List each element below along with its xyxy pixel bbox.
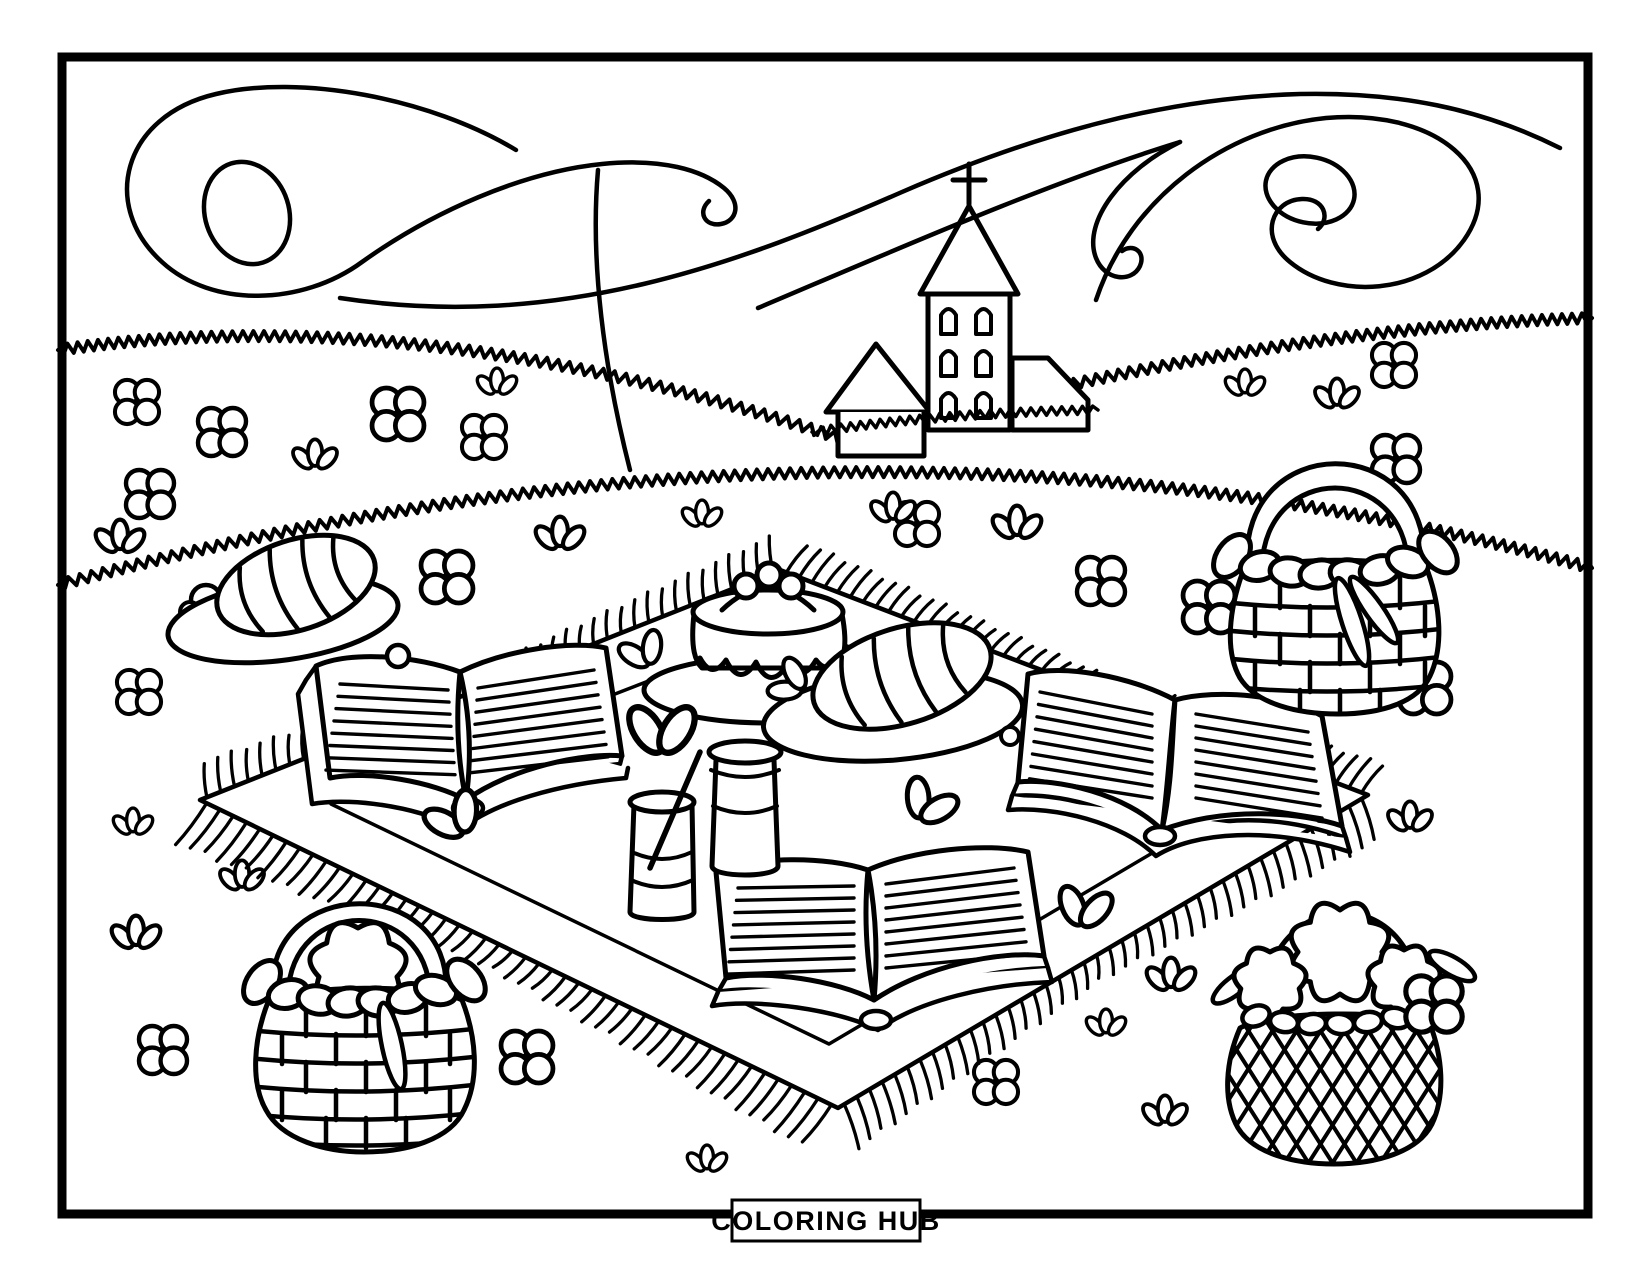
grass-sprout [990, 503, 1044, 541]
grass-sprout [533, 514, 587, 552]
leaf-sprig [765, 655, 808, 702]
flower-basket-bottom-right [1210, 900, 1478, 1167]
brand-label-box: COLORING HUB [711, 1198, 941, 1243]
bread-loaf-plate-left [165, 532, 401, 666]
blanket-leaves [421, 704, 1115, 930]
milk-jar [706, 738, 784, 878]
clover-flower [369, 385, 427, 443]
swirl-clouds [124, 84, 1563, 473]
clover-flower [1180, 578, 1238, 636]
brand-label: COLORING HUB [711, 1206, 941, 1236]
basket-weave [1230, 575, 1439, 714]
clover-flower [136, 1023, 190, 1077]
grass-sprout [1386, 799, 1434, 833]
bread-loaf [214, 532, 378, 638]
grass-sprout [1141, 1093, 1189, 1127]
egg-basket-bottom-left [241, 901, 488, 1155]
leaf-sprig [616, 627, 664, 670]
grass-sprout [1084, 1007, 1128, 1037]
clover-flower [459, 412, 509, 462]
grass-sprout [1313, 376, 1361, 410]
clover-flower [498, 1028, 556, 1086]
clover-flower [114, 667, 164, 717]
clover-flower [418, 548, 476, 606]
clover-flower [123, 467, 177, 521]
clover-flower [1403, 973, 1465, 1035]
egg-basket-top-right [1211, 461, 1460, 717]
grass-sprout [685, 1143, 729, 1173]
country-church [810, 161, 1100, 459]
leaf-sprig [421, 786, 480, 840]
clover-flower [195, 405, 249, 459]
bread-loaf [810, 620, 994, 732]
drink-glass-with-straw [627, 749, 703, 922]
grass-sprout [1144, 955, 1198, 993]
grass-sprout [291, 437, 339, 471]
grass-sprout [109, 913, 163, 951]
basket-weave [255, 1003, 475, 1151]
grass-sprout [111, 806, 155, 836]
drinks [627, 738, 784, 922]
clover-flower [1074, 554, 1128, 608]
grass-sprout [475, 366, 519, 396]
leaf-sprig [1057, 883, 1115, 930]
open-book-right [1005, 667, 1353, 859]
clover-flower [971, 1057, 1021, 1107]
leaf-sprig [626, 704, 698, 756]
grass-sprout [869, 490, 917, 524]
grass-sprout [1223, 367, 1267, 397]
grass-sprout [93, 517, 147, 555]
open-book-bottom [709, 845, 1055, 1033]
open-book-left [295, 642, 631, 833]
leaf-sprig [904, 774, 961, 826]
bread-loaf-plate-center [760, 620, 1026, 764]
clover-flower [1369, 340, 1419, 390]
clover-flower [112, 377, 162, 427]
grass-sprout [680, 498, 724, 528]
